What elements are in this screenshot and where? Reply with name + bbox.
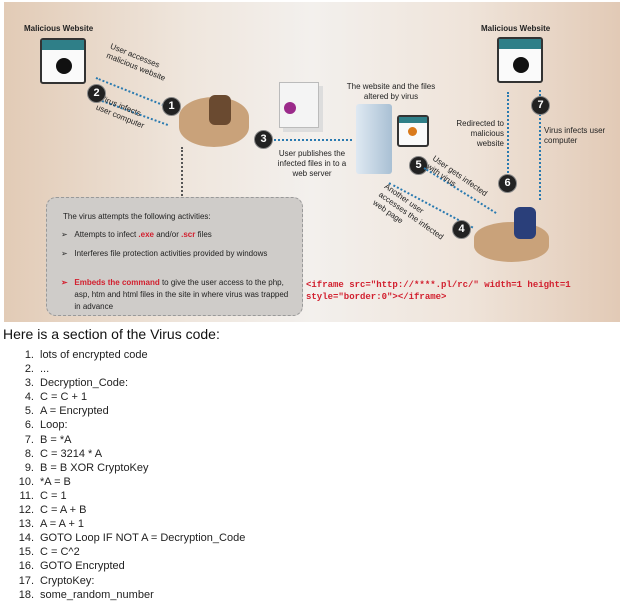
line-text: A = Encrypted (40, 405, 109, 418)
line-number: 1. (24, 349, 34, 361)
line-number: 8. (24, 447, 34, 460)
code-line: 13. A = A + 1 (12, 517, 245, 531)
bomb-icon (513, 57, 529, 73)
bomb-icon (56, 58, 72, 74)
line-text: C = C + 1 (40, 391, 88, 404)
code-line: 4. C = C + 1 (12, 390, 245, 404)
step-badge: 2 (87, 84, 106, 103)
step-badge: 1 (162, 97, 181, 116)
code-line: 9. B = B XOR CryptoKey (12, 461, 245, 475)
box-item-2: ➢ Interferes file protection activities … (61, 249, 268, 258)
malicious-website-title-left: Malicious Website (24, 24, 94, 33)
server-caption: The website and the files altered by vir… (346, 82, 436, 101)
bug-icon (408, 127, 417, 136)
code-line: 15. C = C^2 (12, 545, 245, 559)
line-number: 17. (18, 574, 34, 587)
line-number: 9. (24, 461, 34, 474)
malicious-website-window-icon (497, 37, 543, 83)
line-text: C = 3214 * A (40, 447, 103, 460)
line-text: ... (40, 363, 50, 376)
line-number: 15. (18, 546, 34, 559)
box-item-1: ➢ Attempts to infect .exe and/or .scr fi… (61, 230, 212, 239)
user-person-icon (514, 207, 536, 239)
code-line: 18. some_random_number (12, 588, 245, 602)
line-text: C = A + B (40, 504, 87, 517)
line-text: GOTO Encrypted (40, 560, 125, 573)
line-text: C = 1 (40, 489, 67, 502)
arrow-6 (507, 92, 509, 192)
step7-label: Virus infects user computer (544, 126, 606, 145)
code-line: 3. Decryption_Code: (12, 376, 245, 390)
code-line: 16. GOTO Encrypted (12, 559, 245, 573)
malicious-website-window-icon (40, 38, 86, 84)
code-line: 2.... (12, 362, 245, 376)
code-intro-text: Here is a section of the Virus code: (3, 326, 220, 342)
step6-label: Redirected to malicious website (456, 119, 504, 148)
code-line: 14. GOTO Loop IF NOT A = Decryption_Code (12, 531, 246, 545)
step1-label: User accesses malicious website (105, 41, 167, 83)
code-line: 10. *A = B (12, 475, 245, 489)
line-text: lots of encrypted code (40, 349, 148, 361)
line-number: 4. (24, 391, 34, 404)
code-line: 17. CryptoKey: (12, 574, 245, 588)
line-number: 14. (18, 532, 34, 545)
user-desk-icon (474, 222, 549, 262)
line-text: B = B XOR CryptoKey (40, 461, 149, 474)
connector (181, 147, 183, 199)
line-number: 18. (18, 588, 34, 601)
line-number: 13. (18, 518, 34, 531)
code-line: 11. C = 1 (12, 489, 245, 503)
line-number: 3. (24, 377, 34, 390)
step4-label: Another user accesses the infected web p… (371, 181, 446, 242)
arrow-3 (274, 139, 352, 141)
step-badge: 4 (452, 220, 471, 239)
code-line: 5. A = Encrypted (12, 404, 245, 418)
line-text: GOTO Loop IF NOT A = Decryption_Code (40, 532, 246, 545)
line-text: Decryption_Code: (40, 377, 129, 390)
step-badge: 6 (498, 174, 517, 193)
line-number: 11. (19, 489, 34, 502)
code-line: 1. lots of encrypted code (12, 348, 245, 362)
line-number: 2. (24, 363, 34, 376)
code-line: 8. C = 3214 * A (12, 447, 245, 461)
code-line: 7. B = *A (12, 433, 245, 447)
user-person-icon (209, 95, 231, 125)
line-text: *A = B (40, 475, 71, 488)
step-badge: 5 (409, 156, 428, 175)
iframe-code-snippet: <iframe src="http://****.pl/rc/" width=1… (306, 280, 571, 302)
line-number: 7. (24, 433, 34, 446)
code-line: 6. Loop: (12, 418, 245, 432)
step5-label: User gets infected with virus (425, 153, 489, 199)
virus-icon (284, 102, 296, 114)
infected-page-icon (397, 115, 429, 147)
line-text: B = *A (40, 433, 72, 446)
virus-diagram: Malicious Website Malicious Website User… (4, 2, 620, 322)
line-number: 5. (24, 405, 34, 418)
line-number: 10. (18, 475, 34, 488)
line-text: A = A + 1 (40, 518, 85, 531)
web-server-icon (356, 104, 392, 174)
line-text: some_random_number (40, 588, 154, 601)
line-text: CryptoKey: (40, 574, 95, 587)
code-line: 12. C = A + B (12, 503, 245, 517)
step-badge: 3 (254, 130, 273, 149)
virus-activities-box: The virus attempts the following activit… (46, 197, 303, 316)
line-text: C = C^2 (40, 546, 80, 559)
line-number: 16. (18, 560, 34, 573)
step3-label: User publishes the infected files in to … (277, 149, 347, 178)
line-text: Loop: (40, 419, 68, 432)
malicious-website-title-right: Malicious Website (481, 24, 551, 33)
line-number: 6. (24, 419, 34, 432)
line-number: 12. (18, 504, 34, 517)
box-item-3: ➢ Embeds the command to give the user ac… (61, 278, 289, 311)
box-heading: The virus attempts the following activit… (63, 212, 211, 221)
arrow-7 (539, 90, 541, 200)
step-badge: 7 (531, 96, 550, 115)
